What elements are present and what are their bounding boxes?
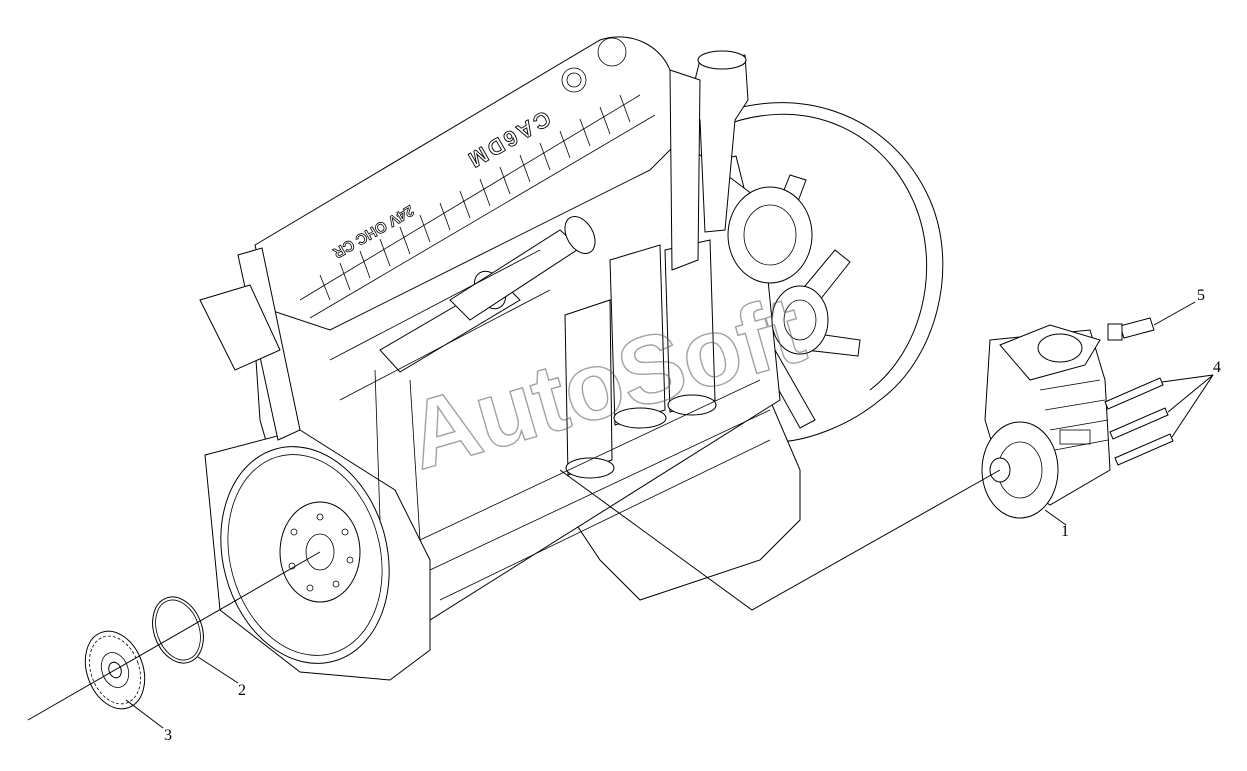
assembly-axis-lines [27, 469, 1001, 721]
callout-3: 3 [164, 727, 172, 744]
compressor-head-fitting [1037, 333, 1083, 363]
leader-lines [125, 301, 1214, 729]
callout-5: 5 [1197, 287, 1205, 304]
fuel-filter-assembly [564, 239, 717, 479]
air-compressor [981, 324, 1111, 519]
callout-2: 2 [238, 682, 246, 699]
compressor-flange [981, 421, 1059, 519]
valve-cover [254, 36, 691, 331]
connector-fitting [1107, 317, 1155, 341]
callout-4: 4 [1213, 359, 1221, 376]
intake-manifold [379, 215, 596, 373]
flywheel-outline [220, 446, 390, 664]
starter-motor [199, 284, 281, 371]
oil-pan [559, 399, 801, 601]
valve-cover-ribs [299, 94, 656, 319]
oil-filler-cap [597, 37, 627, 67]
callout-1: 1 [1061, 523, 1069, 540]
mounting-bolts [1104, 377, 1174, 466]
block-detail-lines [329, 249, 771, 601]
brand-emblem [561, 67, 587, 93]
accessory-drive-pulley [727, 186, 829, 355]
engine-assembly: CA6DM 24V OHC CR [199, 36, 829, 681]
gasket [152, 596, 204, 664]
coolant-outlet-pipe [669, 50, 749, 271]
